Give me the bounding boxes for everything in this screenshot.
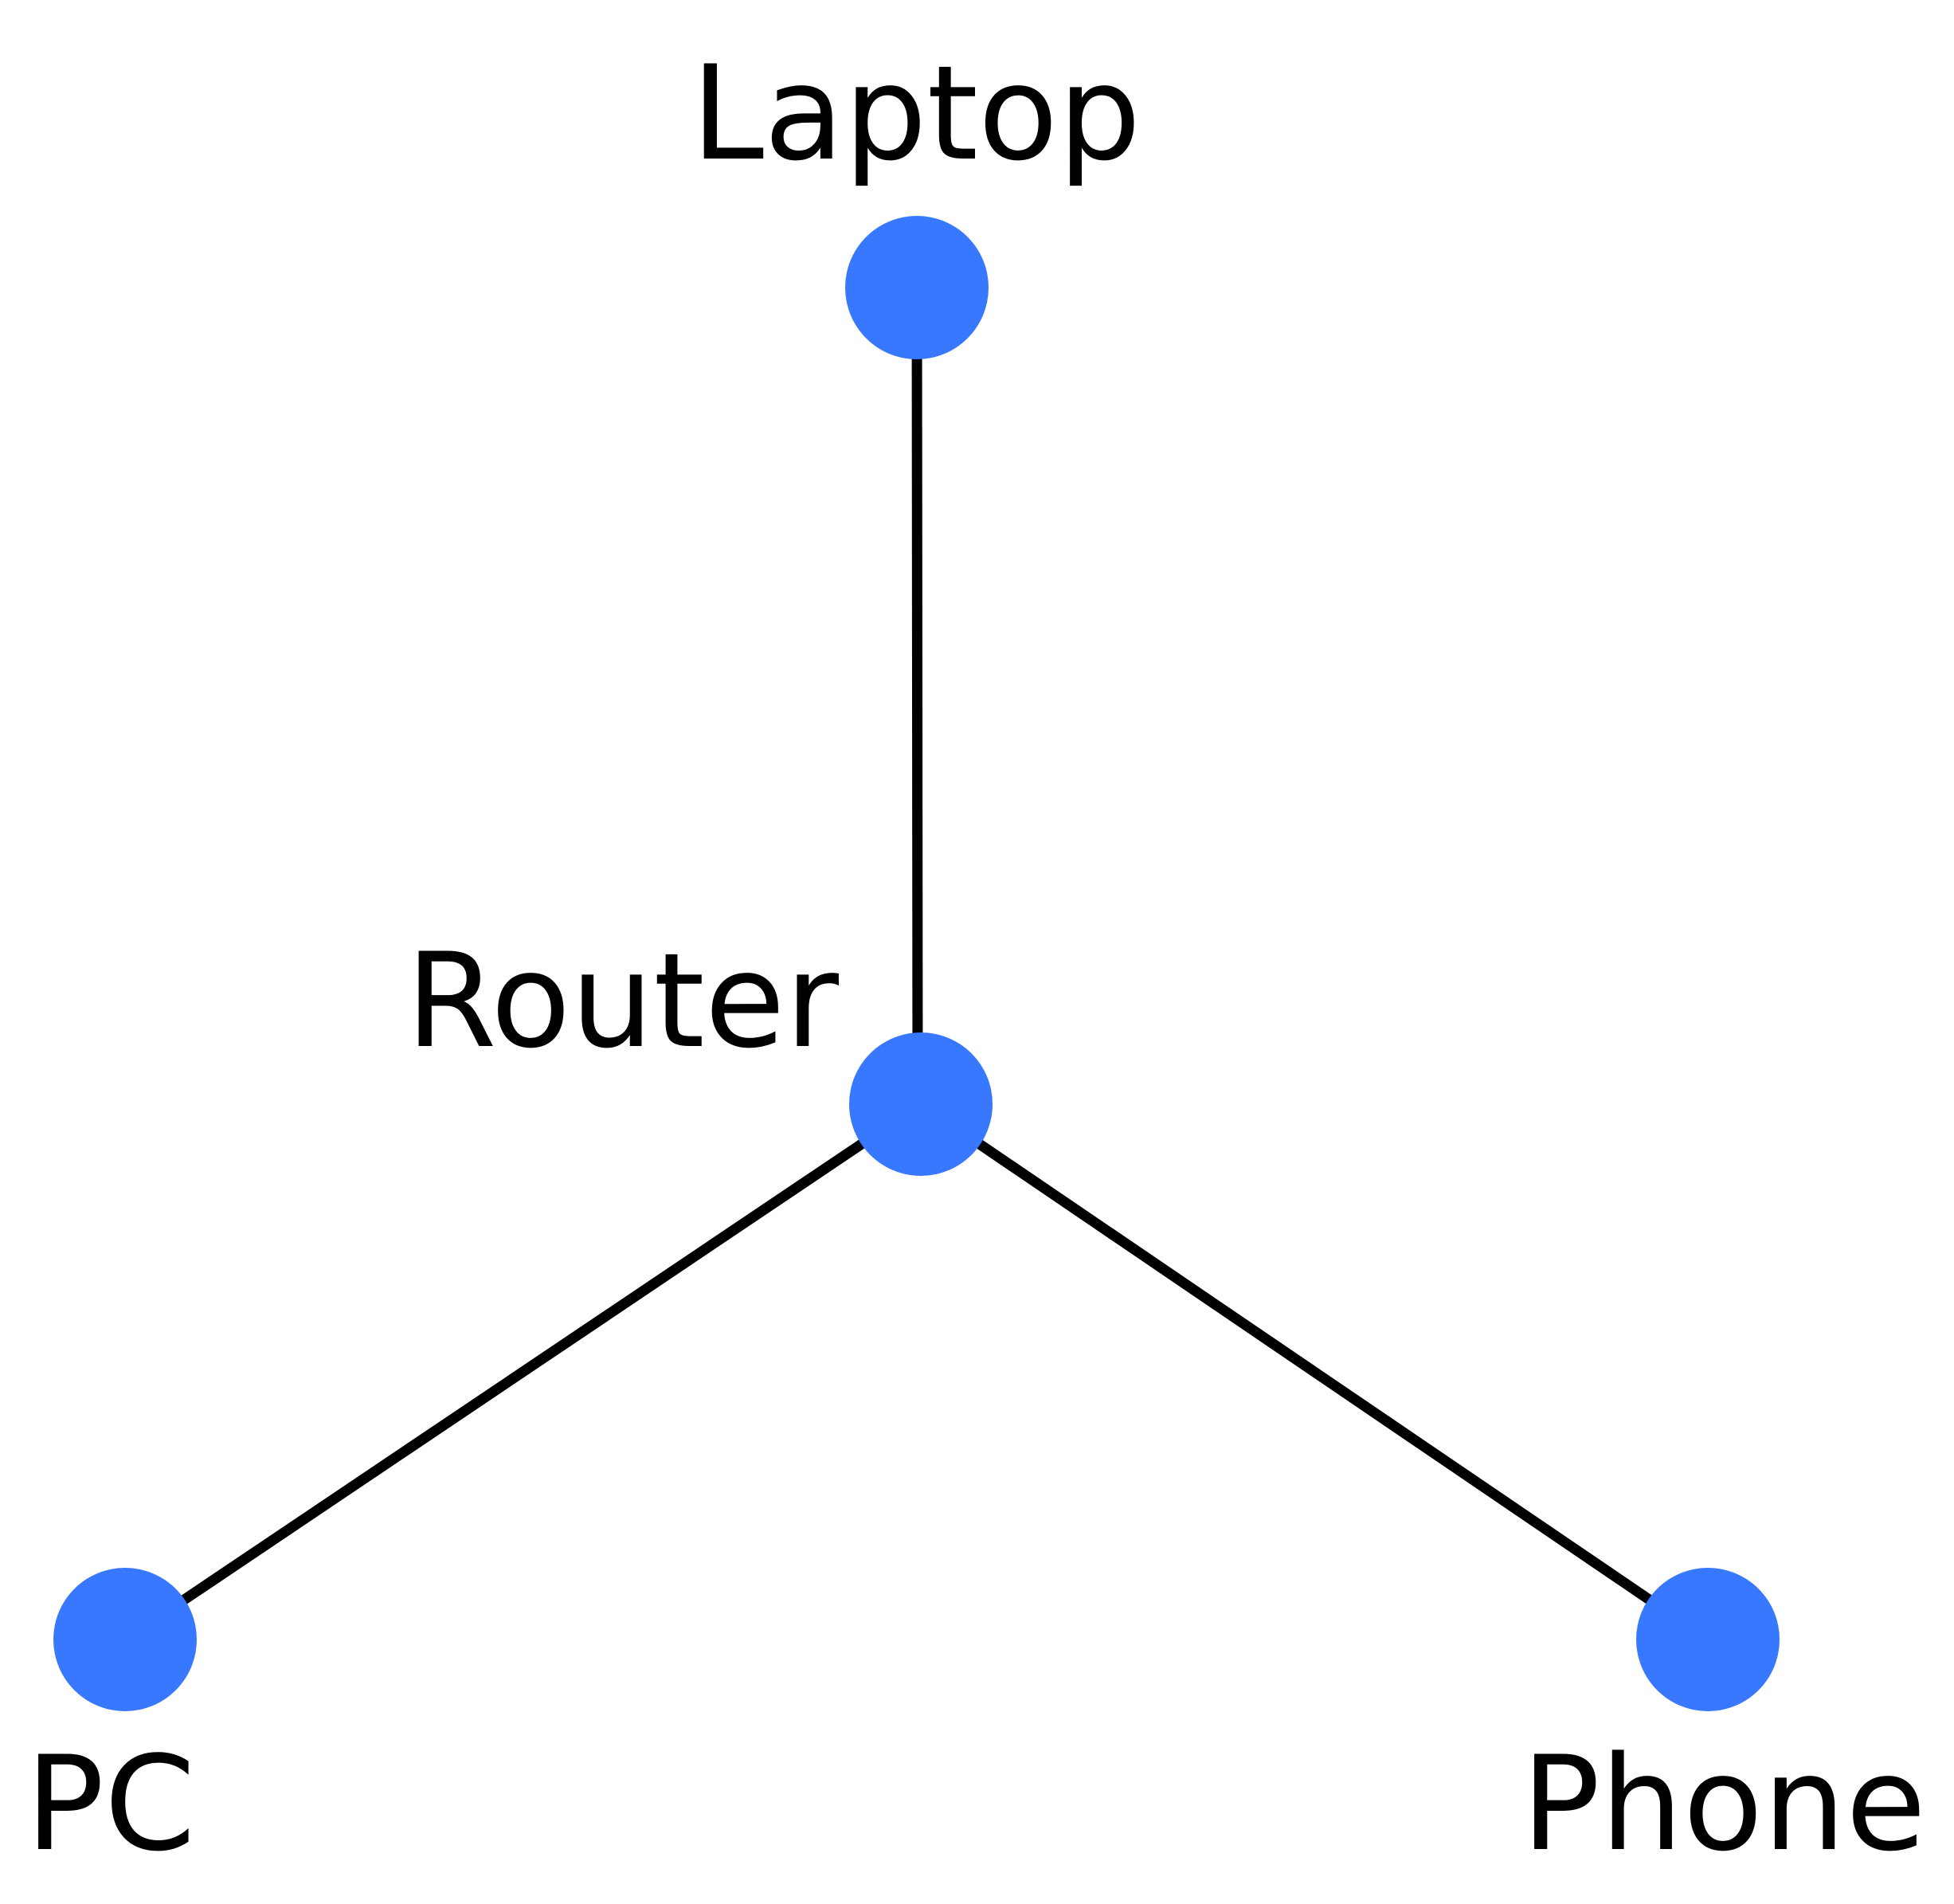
edge-router-pc <box>122 1099 924 1644</box>
edge-router-laptop <box>911 287 923 1103</box>
node-pc <box>53 1568 197 1711</box>
edge-router-phone <box>918 1099 1711 1644</box>
node-label-laptop: Laptop <box>691 37 1141 190</box>
node-label-pc: PC <box>25 1728 195 1880</box>
node-label-phone: Phone <box>1521 1728 1926 1880</box>
node-phone <box>1636 1568 1780 1711</box>
node-router <box>849 1032 993 1176</box>
node-laptop <box>845 216 989 359</box>
node-label-router: Router <box>406 925 840 1077</box>
